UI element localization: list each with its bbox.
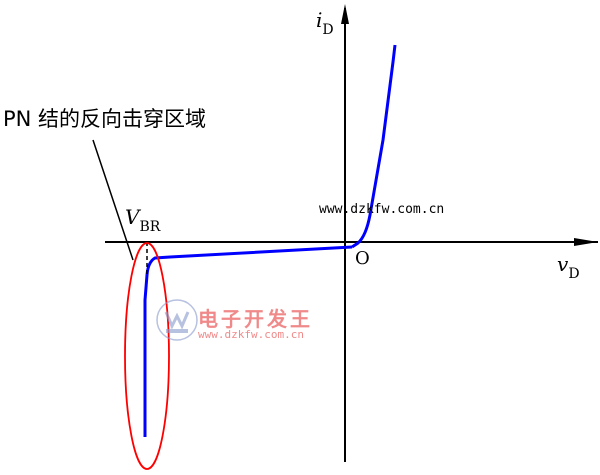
- watermark-url-top: www.dzkfw.com.cn: [319, 202, 445, 217]
- y-axis-var: i: [316, 8, 323, 32]
- watermark-logo-icon: [156, 299, 198, 341]
- pointer-line: [92, 139, 134, 261]
- origin-label: O: [355, 248, 370, 269]
- x-axis-arrow: [574, 238, 598, 246]
- breakdown-voltage-label: VBR: [125, 205, 160, 235]
- x-axis-label: vD: [557, 252, 580, 282]
- vbr-sub: BR: [139, 219, 161, 235]
- x-axis-sub: D: [568, 266, 580, 282]
- x-axis-var: v: [557, 252, 569, 276]
- region-title: PN 结的反向击穿区域: [3, 107, 207, 131]
- y-axis-sub: D: [322, 22, 334, 38]
- watermark-brand: 电子开发王: [198, 307, 313, 331]
- y-axis-arrow: [341, 4, 349, 24]
- y-axis-label: iD: [316, 8, 334, 38]
- watermark-brand-url: www.dzkfw.com.cn: [198, 328, 304, 341]
- forward-curve: [351, 44, 397, 249]
- reverse-curve: [143, 245, 353, 437]
- vbr-var: V: [125, 205, 140, 229]
- breakdown-region-ellipse: [124, 242, 170, 470]
